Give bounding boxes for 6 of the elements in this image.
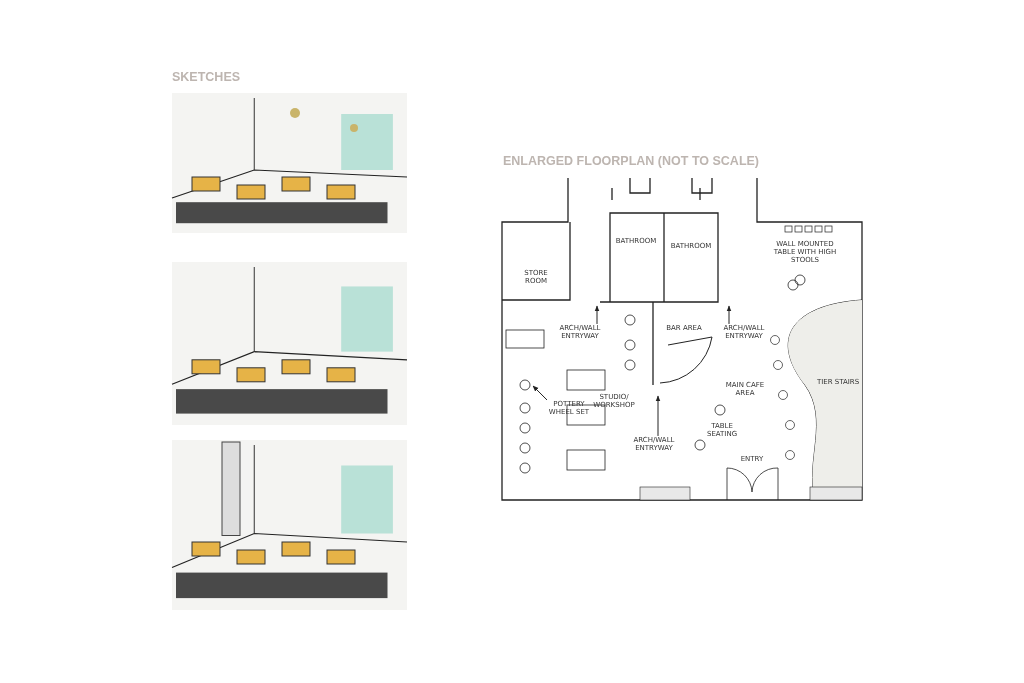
leader-line: [594, 305, 600, 325]
leader-line: [726, 305, 732, 325]
section-heading: ENLARGED FLOORPLAN (NOT TO SCALE): [503, 154, 759, 168]
leader-line: [532, 385, 548, 401]
leader-line: [655, 395, 661, 437]
section-heading: SKETCHES: [172, 70, 241, 84]
